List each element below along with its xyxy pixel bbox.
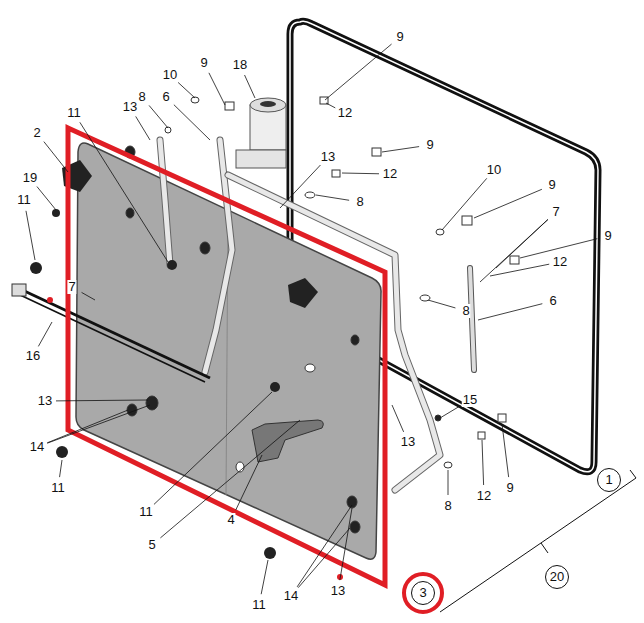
callout-number: 11 <box>50 481 66 495</box>
callout-number: 6 <box>548 294 557 308</box>
washers <box>125 97 519 533</box>
callout-number: 11 <box>251 598 267 612</box>
leader-line <box>178 82 195 98</box>
leader-line <box>160 420 300 538</box>
leader-line <box>478 304 542 320</box>
leader-line <box>326 103 335 108</box>
leader-line <box>60 460 62 477</box>
circled-callout: 20 <box>545 565 569 589</box>
leader-line <box>209 73 225 105</box>
callout-number: 6 <box>161 90 170 104</box>
leader-line <box>392 405 404 432</box>
callout-number: 11 <box>16 193 32 207</box>
callout-number: 13 <box>122 100 138 114</box>
callout-number: 11 <box>138 505 154 519</box>
circled-callout: 3 <box>411 581 435 605</box>
callout-number: 9 <box>603 229 612 243</box>
callout-number: 10 <box>486 163 502 177</box>
callout-number: 8 <box>461 304 470 318</box>
leader-line <box>154 392 272 504</box>
callout-number: 8 <box>443 499 452 513</box>
callout-number: 4 <box>226 513 235 527</box>
leader-line <box>80 122 168 262</box>
callout-number: 7 <box>551 205 560 219</box>
callout-number: 12 <box>476 489 492 503</box>
callout-number: 14 <box>29 440 45 454</box>
callout-number: 3 <box>419 586 426 600</box>
callout-number: 13 <box>330 584 346 598</box>
leader-line <box>280 165 320 208</box>
callout-number: 16 <box>25 349 41 363</box>
lock-cylinder <box>236 98 286 168</box>
leader-line <box>245 75 255 98</box>
highlight-frame <box>68 128 385 585</box>
leader-line <box>442 178 487 230</box>
callout-number: 2 <box>32 126 41 140</box>
callout-number: 12 <box>337 106 353 120</box>
callout-number: 18 <box>232 58 248 72</box>
callout-number: 9 <box>199 56 208 70</box>
callout-number: 5 <box>147 538 156 552</box>
callout-number: 15 <box>462 393 478 407</box>
handle <box>252 420 323 462</box>
leader-line <box>448 470 449 495</box>
callout-number: 11 <box>66 106 82 120</box>
leader-line <box>297 505 352 587</box>
callout-number: 7 <box>67 280 76 294</box>
callout-number: 13 <box>37 394 53 408</box>
callout-number: 12 <box>552 255 568 269</box>
leader-line <box>38 322 52 346</box>
leader-line <box>82 292 95 300</box>
callout-number: 9 <box>505 481 514 495</box>
callout-number: 8 <box>137 90 146 104</box>
leader-line <box>428 300 455 308</box>
red-dot <box>47 297 53 303</box>
callout-number: 13 <box>320 150 336 164</box>
leader-line <box>480 219 548 282</box>
leader-line <box>149 105 168 128</box>
leader-line <box>56 400 148 402</box>
leader-line <box>474 189 542 218</box>
leader-line <box>47 410 128 443</box>
leader-line <box>325 44 392 100</box>
highlight-circle <box>404 574 442 612</box>
callout-number: 13 <box>400 435 416 449</box>
circled-callout: 1 <box>597 468 621 492</box>
callout-number: 1 <box>605 473 612 487</box>
callout-number: 10 <box>162 68 178 82</box>
leader-line <box>298 528 350 588</box>
leader-line <box>174 105 210 140</box>
callout-number: 8 <box>355 195 364 209</box>
leader-line <box>261 560 268 594</box>
leader-line <box>136 116 150 140</box>
leader-line <box>44 142 68 172</box>
callout-number: 9 <box>547 178 556 192</box>
leader-line <box>490 264 549 276</box>
leader-line <box>502 424 509 477</box>
callout-number: 19 <box>22 171 38 185</box>
callout-number: 12 <box>382 167 398 181</box>
leader-line <box>382 147 419 152</box>
callout-number: 9 <box>395 30 404 44</box>
leader-line <box>482 440 484 485</box>
callout-number: 14 <box>283 589 299 603</box>
callout-number: 9 <box>425 138 434 152</box>
leader-line <box>47 405 150 443</box>
leader-line <box>37 187 56 210</box>
cable <box>12 284 210 382</box>
leader-line <box>342 173 379 175</box>
leader-line <box>440 406 461 418</box>
leader-line <box>26 211 35 260</box>
callout-number: 20 <box>550 570 564 584</box>
leader-lines <box>26 44 597 594</box>
leader-line <box>316 195 349 200</box>
leader-line <box>340 508 352 580</box>
